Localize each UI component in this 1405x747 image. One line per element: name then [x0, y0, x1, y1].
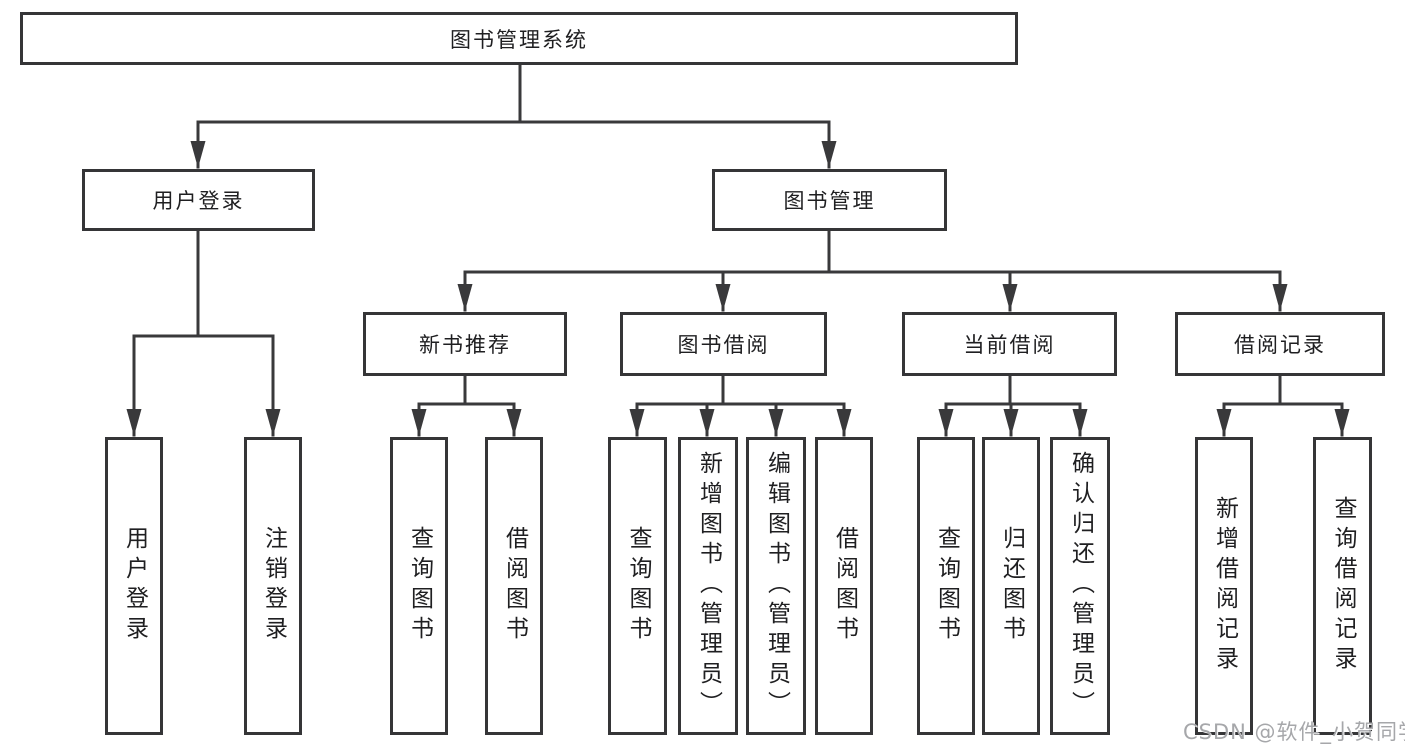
leaf-borrow-add-books-admin: 新增图书（管理员）: [678, 437, 738, 735]
node-user-login: 用户登录: [82, 169, 315, 231]
leaf-borrow-edit-books-admin: 编辑图书（管理员）: [746, 437, 806, 735]
connector-book-management-split: [463, 229, 1282, 274]
node-label: 注销登录: [260, 526, 287, 646]
leaf-records-query-record: 查询借阅记录: [1313, 437, 1372, 735]
leaf-records-add-record: 新增借阅记录: [1195, 437, 1253, 735]
leaf-borrow-borrow-books: 借阅图书: [815, 437, 873, 735]
leaf-borrow-query-books: 查询图书: [608, 437, 667, 735]
node-book-management: 图书管理: [712, 169, 947, 231]
node-current-borrow: 当前借阅: [902, 312, 1117, 376]
node-label: 用户登录: [121, 526, 148, 646]
node-label: 借阅图书: [501, 526, 528, 646]
node-label: 编辑图书（管理员）: [763, 451, 790, 721]
node-label: 新书推荐: [419, 333, 511, 357]
node-new-book-recommend: 新书推荐: [363, 312, 567, 376]
node-label: 查询图书: [933, 526, 960, 646]
node-library-management-system: 图书管理系统: [20, 12, 1018, 65]
leaf-user-login: 用户登录: [105, 437, 163, 735]
node-label: 借阅图书: [831, 526, 858, 646]
node-label: 确认归还（管理员）: [1067, 451, 1094, 721]
leaf-logout-login: 注销登录: [244, 437, 302, 735]
csdn-watermark: CSDN @软件_小贺同学: [1183, 720, 1405, 744]
leaf-recommend-query-books: 查询图书: [390, 437, 448, 735]
leaf-current-return-books: 归还图书: [982, 437, 1040, 735]
node-label: 查询图书: [625, 526, 651, 646]
node-book-borrow: 图书借阅: [620, 312, 827, 376]
node-label: 查询图书: [406, 526, 433, 646]
node-borrow-records: 借阅记录: [1175, 312, 1385, 376]
node-label: 借阅记录: [1234, 333, 1326, 357]
connector-root-split: [196, 62, 831, 124]
leaf-recommend-borrow-books: 借阅图书: [485, 437, 543, 735]
node-label: 图书管理系统: [450, 27, 588, 52]
connector-user-login-split: [132, 229, 275, 338]
leaf-current-query-books: 查询图书: [917, 437, 975, 735]
connector-current-borrow-split: [944, 374, 1082, 406]
node-label: 新增图书（管理员）: [695, 451, 722, 721]
node-label: 新增借阅记录: [1211, 496, 1238, 676]
node-label: 查询借阅记录: [1330, 496, 1356, 676]
node-label: 用户登录: [152, 189, 245, 213]
node-label: 图书借阅: [677, 333, 770, 357]
node-label: 归还图书: [998, 526, 1025, 646]
node-label: 当前借阅: [963, 333, 1056, 357]
connector-book-borrow-split: [635, 374, 846, 406]
connector-new-book-recommend-split: [417, 374, 516, 406]
connector-borrow-records-split: [1222, 374, 1344, 406]
leaf-current-confirm-return-admin: 确认归还（管理员）: [1050, 437, 1110, 735]
node-label: 图书管理: [783, 189, 876, 213]
